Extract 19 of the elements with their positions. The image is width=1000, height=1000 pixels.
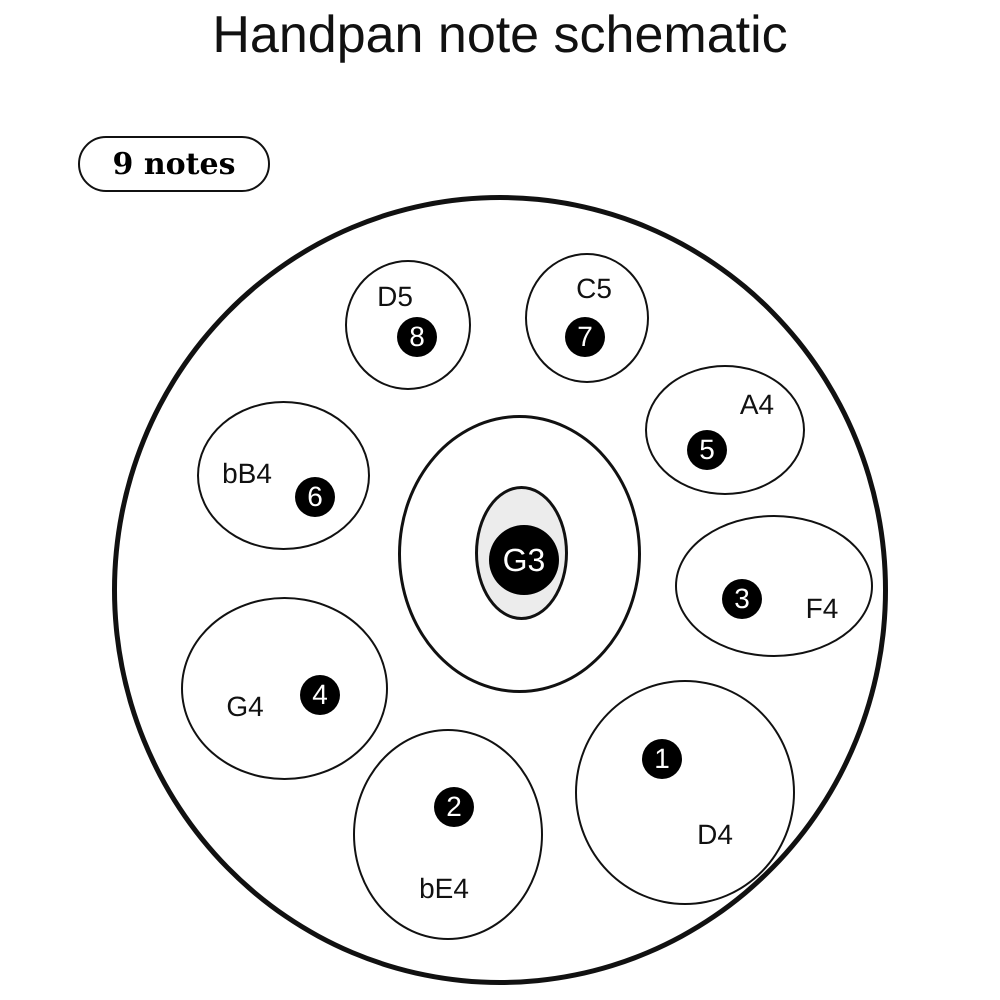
title: Handpan note schematic [211,5,789,66]
note-name: G4 [226,691,264,723]
note-number: 7 [565,317,605,357]
note-number: G3 [489,525,559,595]
note-name: A4 [740,389,774,421]
note-number: 4 [300,675,340,715]
note-name: D5 [377,281,413,313]
note-number: 6 [295,477,335,517]
note-number: 1 [642,739,682,779]
note-name: D4 [697,819,733,851]
note-name: bB4 [222,458,272,490]
note-number: 3 [722,579,762,619]
note-count-badge: 9 notes [78,136,270,192]
note-name: bE4 [419,873,469,905]
note-name: C5 [576,273,612,305]
note-number: 2 [434,787,474,827]
note-number: 5 [687,430,727,470]
note-name: F4 [806,593,838,625]
note-number: 8 [397,317,437,357]
